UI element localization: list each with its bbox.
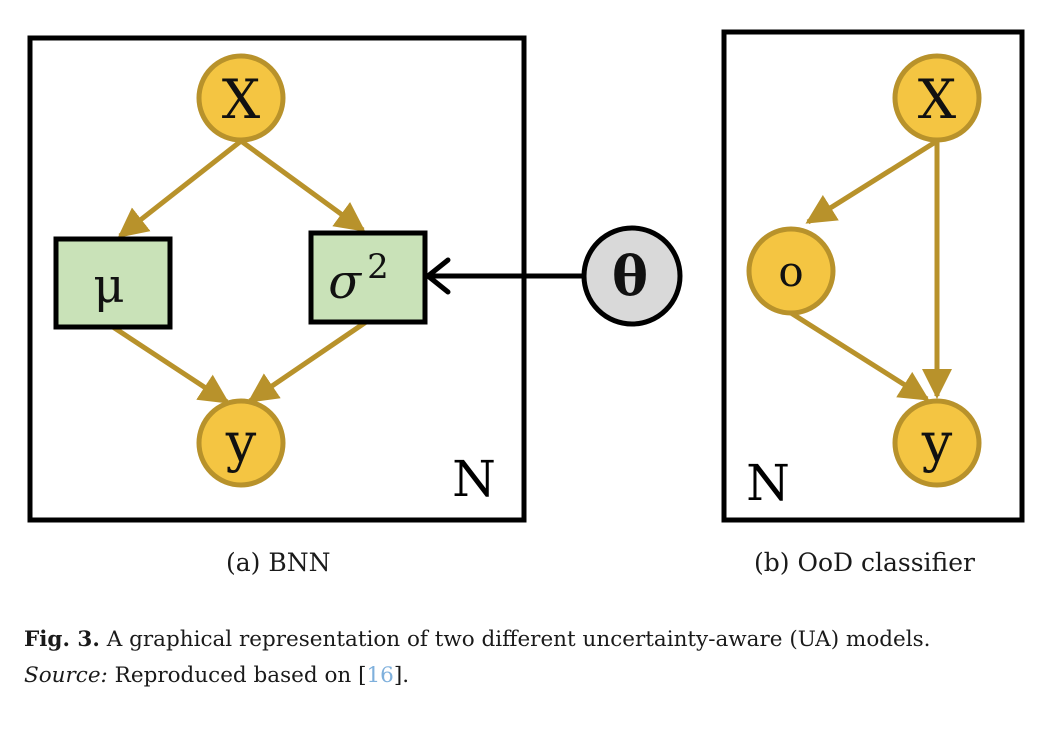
plate-bnn [27,35,527,523]
svg-text:μ: μ [93,258,124,314]
edge-mu-to-y [111,324,230,405]
source-label: Source: [24,663,108,688]
plate-label-bnn: N [452,450,496,508]
edge-x-to-mu [117,139,243,238]
plate-label-ood: N [746,454,790,512]
node-sigma-squared: σ 2 [308,230,428,325]
svg-text:y: y [921,411,953,474]
svg-text:X: X [222,68,261,131]
source-text: Reproduced based on [ [114,663,367,688]
uncertainty-models-diagram: N X μ σ 2 y [27,29,1025,523]
subcaption-bnn: (a) BNN [226,548,331,577]
edges-ood [789,138,952,402]
node-x-ood: X [892,53,982,143]
edge-theta-to-sigma [425,257,587,295]
caption-text: A graphical representation of two differ… [106,627,931,652]
panel-ood: N X o y [721,29,1025,523]
edge-x-to-o [805,138,939,225]
svg-text:σ: σ [328,254,362,310]
svg-text:X: X [918,68,957,131]
plate-ood [721,29,1025,523]
edge-o-to-y [789,310,930,402]
caption-line-2: Source: Reproduced based on [16]. [24,658,1034,694]
figure-caption: Fig. 3. A graphical representation of tw… [24,622,1034,694]
figure-label: Fig. 3. [24,627,100,652]
node-x-bnn: X [196,53,286,143]
panel-bnn: N X μ σ 2 y [27,35,683,523]
caption-line-1: Fig. 3. A graphical representation of tw… [24,622,1034,658]
edge-x-to-sigma [239,138,366,233]
node-y-ood: y [892,398,982,488]
source-end: ]. [393,663,410,688]
svg-text:2: 2 [367,247,389,287]
svg-text:θ: θ [612,244,648,308]
node-theta: θ [581,225,683,327]
node-y-bnn: y [196,398,286,488]
node-mu: μ [53,236,173,330]
subcaption-ood: (b) OoD classifier [754,548,975,577]
reference-link[interactable]: 16 [366,663,394,688]
node-o: o [746,226,836,316]
svg-text:o: o [778,247,803,296]
svg-text:y: y [225,411,257,474]
edge-sigma-to-y [247,319,368,404]
edges-bnn [111,138,368,405]
